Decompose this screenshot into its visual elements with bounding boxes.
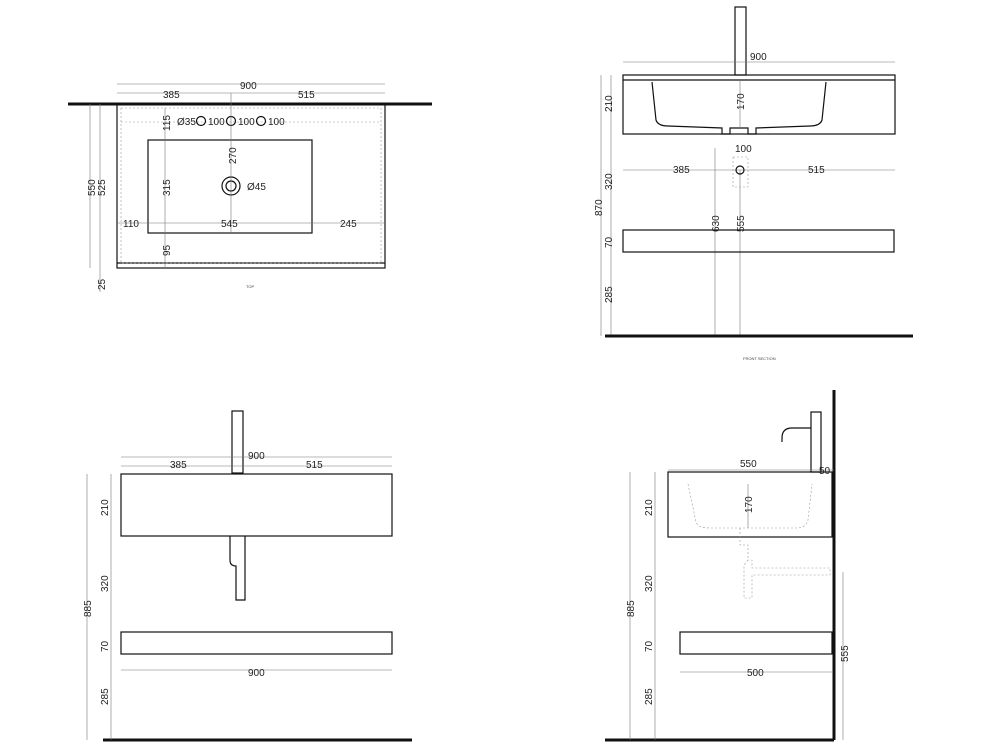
dim-label: 110 — [123, 219, 139, 230]
dim-label: 95 — [162, 244, 173, 256]
front-section: 900 210 170 100 385 515 320 870 630 555 … — [594, 6, 913, 361]
dim-label: Ø35 — [177, 117, 196, 128]
dim-label: 170 — [736, 93, 747, 110]
dim-label: 515 — [298, 90, 315, 101]
dim-label: 630 — [711, 215, 722, 232]
shelf — [622, 229, 895, 253]
dim-label: 210 — [100, 499, 111, 516]
basin-section — [687, 483, 813, 529]
basin-cabinet — [120, 473, 393, 537]
dim-label: 900 — [248, 451, 265, 462]
cabinet-section — [622, 74, 896, 135]
dim-label: 515 — [808, 165, 825, 176]
dim-label: 320 — [100, 575, 111, 592]
dim-label: 315 — [162, 179, 173, 196]
dim-label: 900 — [240, 81, 257, 92]
dim-label: 245 — [340, 219, 357, 230]
dim-label: 555 — [840, 645, 851, 662]
shelf — [120, 631, 393, 655]
faucet-spout — [781, 427, 811, 442]
dim-label: 100 — [208, 117, 225, 128]
dim-label: 550 — [87, 179, 98, 196]
side-section: 550 50 170 210 320 885 70 285 500 555 — [605, 390, 851, 742]
dim-label: 270 — [228, 147, 239, 164]
dim-label: 545 — [221, 219, 238, 230]
dim-label: 100 — [268, 117, 285, 128]
dim-label: 550 — [740, 459, 757, 470]
dim-label: 210 — [604, 95, 615, 112]
dim-label: 285 — [100, 688, 111, 705]
cabinet-section — [667, 471, 833, 538]
dim-label: 515 — [306, 460, 323, 471]
tap-hole — [255, 115, 267, 127]
faucet — [231, 410, 244, 474]
dim-label: 50 — [819, 466, 831, 477]
dim-label: 555 — [736, 215, 747, 232]
dim-label: 900 — [750, 52, 767, 63]
dim-label: 70 — [644, 640, 655, 652]
trap — [739, 528, 831, 599]
dim-label: 100 — [238, 117, 255, 128]
dim-label: 900 — [248, 668, 265, 679]
dim-label: 320 — [604, 173, 615, 190]
top-view: 900 385 515 Ø35 100 100 100 115 270 315 … — [68, 81, 432, 292]
dim-label: 385 — [170, 460, 187, 471]
dim-label: 870 — [594, 199, 605, 216]
dim-label: 70 — [100, 640, 111, 652]
dim-label: 285 — [604, 286, 615, 303]
dim-label: 25 — [97, 278, 108, 290]
dim-label: 500 — [747, 668, 764, 679]
dim-label: Ø45 — [247, 182, 266, 193]
trap-icon — [735, 165, 745, 175]
dim-label: 115 — [162, 115, 173, 131]
dim-label: 885 — [83, 600, 94, 617]
dim-label: 385 — [673, 165, 690, 176]
front-view: 900 385 515 210 320 885 70 900 285 — [83, 410, 412, 742]
tap-hole — [195, 115, 207, 127]
cabinet-outline — [116, 103, 386, 269]
faucet — [810, 411, 822, 473]
dim-label: 525 — [97, 179, 108, 196]
dim-label: 100 — [735, 144, 752, 155]
faucet — [734, 6, 747, 76]
dim-label: 385 — [163, 90, 180, 101]
view-caption: FRONT SECTION — [743, 356, 776, 361]
view-caption: TOP — [246, 284, 254, 289]
shelf — [679, 631, 833, 655]
basin-outline — [147, 139, 313, 234]
dim-label: 170 — [744, 496, 755, 513]
dim-label: 210 — [644, 499, 655, 516]
dim-label: 885 — [626, 600, 637, 617]
dim-label: 285 — [644, 688, 655, 705]
cabinet-inner — [120, 107, 382, 264]
dim-label: 70 — [604, 236, 615, 248]
trap — [229, 536, 246, 601]
dim-label: 320 — [644, 575, 655, 592]
basin-section — [651, 81, 827, 135]
